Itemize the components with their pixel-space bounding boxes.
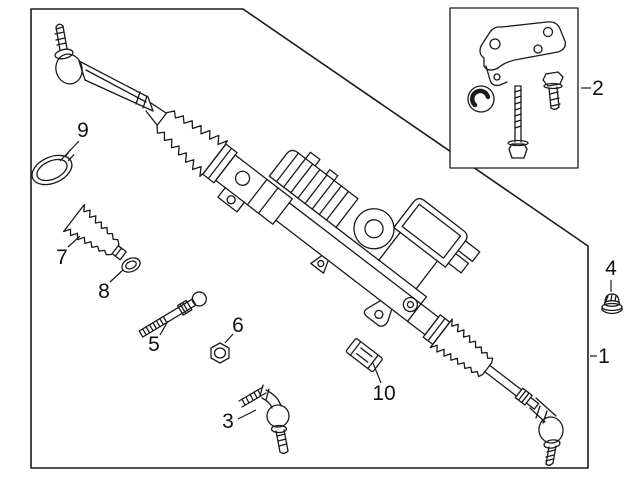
bellows-right <box>429 318 494 378</box>
inner-tie-rod <box>138 291 207 338</box>
clamp-large <box>31 149 75 186</box>
push-nut <box>601 293 623 315</box>
hardware-kit-box <box>449 7 579 169</box>
callout-leader-5 <box>159 320 169 336</box>
callout-2: 2 <box>592 77 604 100</box>
callout-leader-3 <box>237 409 257 420</box>
tie-rod-end-left <box>54 23 167 126</box>
callout-leader-9 <box>59 140 80 162</box>
callout-7: 7 <box>56 246 68 269</box>
callout-3: 3 <box>222 410 234 433</box>
steering-gear-assembly <box>156 110 540 410</box>
clamp-small <box>121 257 141 273</box>
callout-leader-10 <box>372 362 382 384</box>
spacer-bracket <box>345 338 383 373</box>
callout-6: 6 <box>232 314 244 337</box>
callout-leader-6 <box>224 333 234 344</box>
callout-leader-8 <box>109 269 124 283</box>
bellows-left <box>156 110 228 178</box>
long-bolt <box>507 85 529 159</box>
lock-washer <box>467 85 495 113</box>
callout-4: 4 <box>605 257 617 280</box>
callout-5: 5 <box>148 333 160 356</box>
boot <box>63 203 127 261</box>
callout-10: 10 <box>372 382 395 405</box>
tie-rod-end-right <box>529 397 564 466</box>
callout-9: 9 <box>77 119 89 142</box>
callout-1: 1 <box>598 345 610 368</box>
short-bolt <box>542 71 564 110</box>
hex-nut <box>210 342 230 364</box>
callout-leader-7 <box>67 235 81 248</box>
tie-rod-end-loose <box>238 384 290 454</box>
callout-layer: 1 2 3 4 5 6 7 8 9 10 <box>56 77 617 433</box>
callout-8: 8 <box>98 280 110 303</box>
diagram-frame <box>30 8 589 469</box>
bracket-plate <box>479 21 566 87</box>
